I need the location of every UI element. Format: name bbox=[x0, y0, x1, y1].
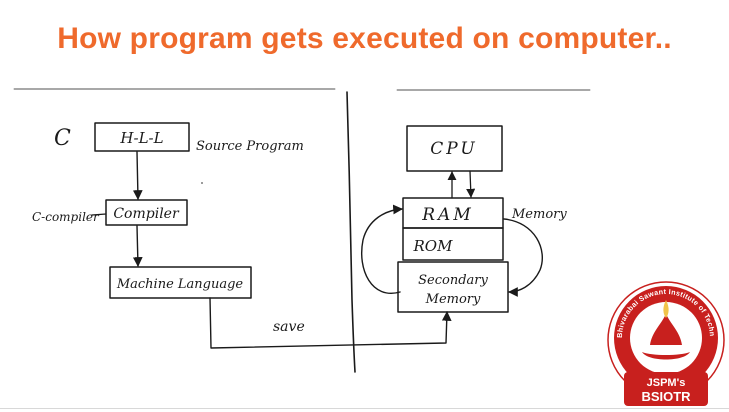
logo-ring-text: Bhivarabai Sawant Institute of Technolog… bbox=[0, 0, 717, 338]
hll-to-compiler-arrow bbox=[132, 151, 143, 200]
language-label: C bbox=[54, 126, 71, 151]
source-program-label: Source Program bbox=[196, 139, 304, 154]
memory-label: Memory bbox=[511, 207, 567, 222]
rom-box bbox=[402, 227, 504, 261]
ram-box-label: RAM bbox=[421, 205, 473, 225]
compiler-side-label: C-compiler bbox=[32, 210, 100, 224]
logo-org-line1: JSPM's bbox=[647, 377, 686, 389]
cpu-box bbox=[406, 125, 503, 172]
save-label: save bbox=[273, 319, 305, 335]
compiler-to-machine-arrow bbox=[132, 225, 143, 267]
logo-flame-icon bbox=[663, 300, 669, 318]
bottom-rule bbox=[0, 408, 729, 409]
logo-banner bbox=[624, 372, 708, 406]
stray-ink-dot bbox=[201, 182, 203, 184]
secondary-memory-box bbox=[397, 261, 509, 313]
slide-title: How program gets executed on computer.. bbox=[57, 22, 672, 55]
rom-box-label: ROM bbox=[413, 237, 454, 255]
hll-box-label: H-L-L bbox=[119, 129, 163, 147]
compiler-box-label: Compiler bbox=[113, 206, 180, 222]
logo-leaf-base-icon bbox=[642, 352, 690, 360]
secondary-to-ram-loop-arrow bbox=[361, 204, 403, 294]
machine-language-box-label: Machine Language bbox=[116, 277, 244, 292]
secondary-memory-label-line2: Memory bbox=[425, 292, 481, 307]
machine-language-box bbox=[109, 266, 252, 299]
board-divider-line bbox=[346, 91, 356, 373]
logo-lamp-icon bbox=[650, 314, 682, 345]
save-to-secondary-arrow bbox=[209, 297, 452, 349]
logo-org-line2: BSIOTR bbox=[641, 389, 691, 404]
secondary-memory-label-line1: Secondary bbox=[418, 273, 488, 288]
hll-box bbox=[94, 122, 190, 152]
ram-to-secondary-loop-arrow bbox=[503, 218, 544, 297]
compiler-side-connector bbox=[91, 213, 107, 216]
compiler-box bbox=[105, 199, 188, 226]
cpu-box-label: CPU bbox=[430, 139, 477, 159]
cpu-to-ram-arrow bbox=[466, 170, 476, 198]
